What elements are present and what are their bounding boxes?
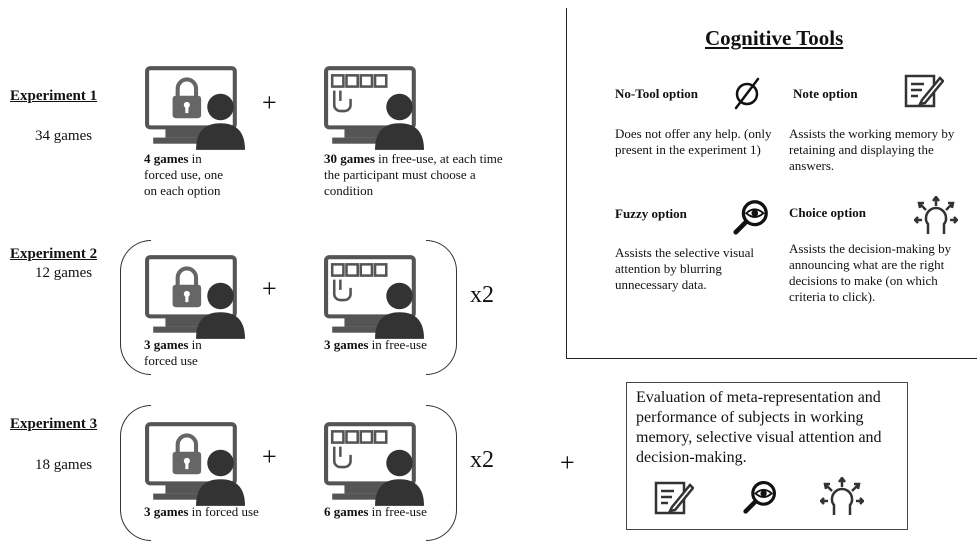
no-tool-icon	[732, 76, 762, 115]
experiment-2-forced-caption: 3 games in forced use	[144, 337, 202, 368]
fuzzy-option-title: Fuzzy option	[615, 206, 687, 221]
experiment-3-games: 18 games	[35, 457, 93, 473]
note-option-desc: Assists the working memory by retaining …	[789, 126, 955, 173]
experiment-3-free-caption: 6 games in free-use	[324, 504, 427, 519]
note-icon	[904, 72, 944, 113]
magnifier-eye-icon	[742, 479, 778, 520]
experiment-1-forced-caption: 4 games in forced use, one on each optio…	[144, 151, 224, 198]
cognitive-tools-panel: Cognitive Tools No-Tool option Does not …	[566, 8, 977, 359]
experiment-3-title: Experiment 3	[10, 416, 98, 432]
experiment-2-games: 12 games	[35, 265, 93, 281]
experiment-3-forced-caption: 3 games in forced use	[144, 504, 259, 519]
cognitive-tools-title: Cognitive Tools	[705, 26, 844, 50]
experiment-1-free-caption: 30 games in free-use, at each time the p…	[324, 151, 503, 198]
choice-icon	[914, 196, 958, 241]
plus-sign: +	[262, 88, 277, 117]
experiment-2-multiplier: x2	[470, 282, 494, 308]
plus-sign: +	[262, 442, 277, 471]
right-bracket	[426, 240, 457, 375]
plus-sign: +	[560, 448, 575, 477]
forced-use-monitor-icon	[143, 422, 245, 506]
choice-option-title: Choice option	[789, 205, 866, 220]
magnifier-eye-icon	[732, 198, 770, 241]
right-bracket	[426, 405, 457, 541]
experiment-2-free-caption: 3 games in free-use	[324, 337, 427, 352]
no-tool-option-desc: Does not offer any help. (only present i…	[615, 126, 772, 157]
no-tool-option-title: No-Tool option	[615, 86, 698, 101]
fuzzy-option-desc: Assists the selective visual attention b…	[615, 245, 755, 292]
choice-icon	[820, 477, 864, 522]
free-use-monitor-icon	[322, 255, 424, 339]
experiment-1-title: Experiment 1	[10, 88, 98, 104]
forced-use-monitor-icon	[143, 66, 245, 150]
evaluation-box: Evaluation of meta-representation and pe…	[626, 382, 908, 530]
choice-option-desc: Assists the decision-making by announcin…	[789, 241, 952, 304]
experiment-3-multiplier: x2	[470, 447, 494, 473]
free-use-monitor-icon	[322, 422, 424, 506]
free-use-monitor-icon	[322, 66, 424, 150]
plus-sign: +	[262, 274, 277, 303]
experiment-1-games: 34 games	[35, 128, 93, 144]
forced-use-monitor-icon	[143, 255, 245, 339]
evaluation-text: Evaluation of meta-representation and pe…	[636, 389, 882, 466]
note-icon	[654, 479, 694, 520]
note-option-title: Note option	[793, 86, 858, 101]
experiment-2-title: Experiment 2	[10, 246, 98, 262]
